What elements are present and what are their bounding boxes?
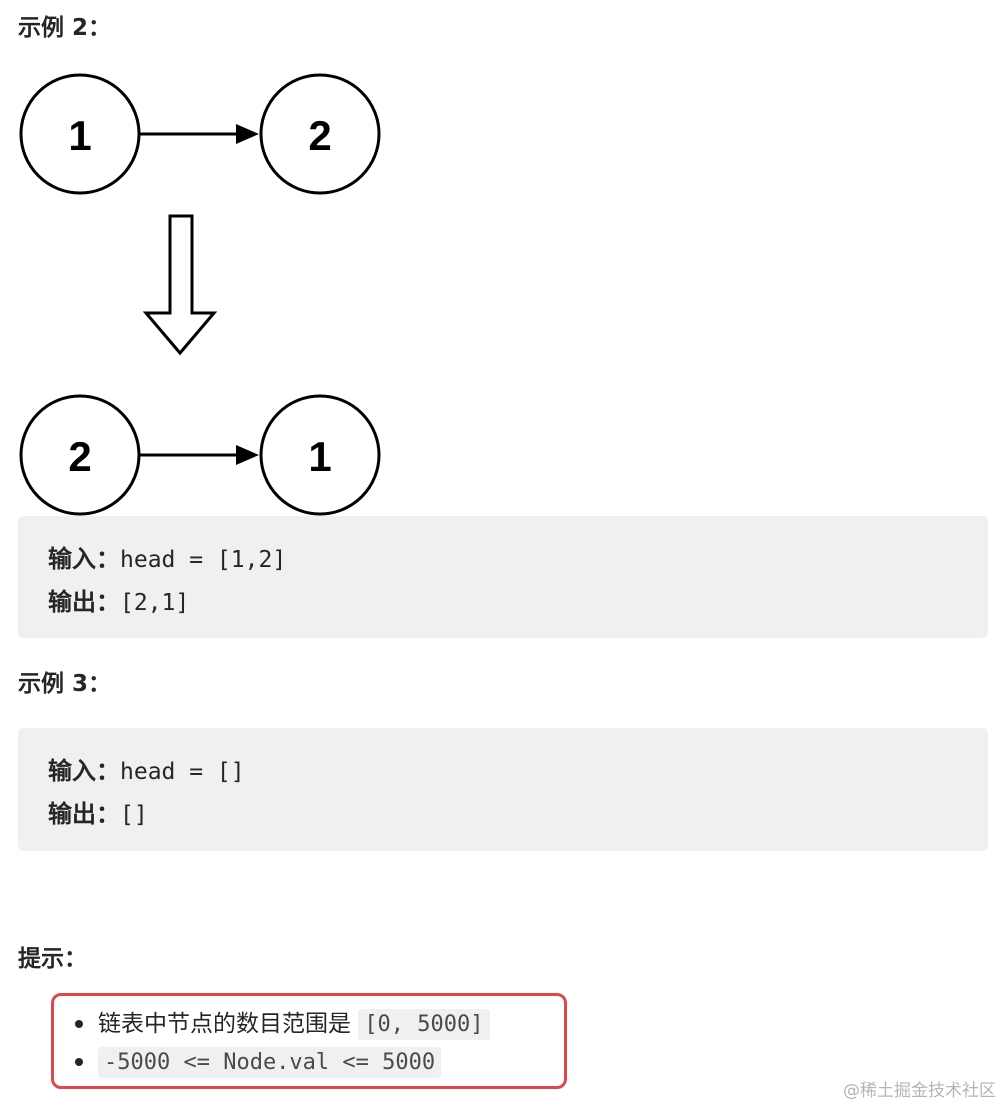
after-node-1-label: 2 — [68, 433, 91, 480]
example-3-input-label: 输入： — [48, 757, 120, 785]
hint-item-value-range: -5000 <= Node.val <= 5000 — [72, 1043, 490, 1081]
example-3-output-value: [] — [120, 802, 148, 828]
watermark: @稀土掘金技术社区 — [843, 1081, 996, 1101]
example-2-input-line: 输入：head = [1,2] — [48, 538, 958, 581]
hint-item-code: [0, 5000] — [358, 1009, 490, 1040]
after-node-2-label: 1 — [308, 433, 331, 480]
example-2-input-value: head = [1,2] — [120, 547, 287, 573]
example-3-input-line: 输入：head = [] — [48, 750, 958, 793]
example-3-input-value: head = [] — [120, 759, 245, 785]
example-2-code-block: 输入：head = [1,2] 输出：[2,1] — [18, 516, 988, 638]
bullet-icon — [75, 1020, 83, 1028]
example-2-input-label: 输入： — [48, 545, 120, 573]
hint-item-code: -5000 <= Node.val <= 5000 — [98, 1047, 442, 1078]
example-2-output-line: 输出：[2,1] — [48, 581, 958, 624]
hint-item-node-count: 链表中节点的数目范围是 [0, 5000] — [72, 1005, 490, 1043]
example-3-heading: 示例 3： — [18, 671, 112, 697]
after-node-2-circle — [259, 394, 381, 516]
reverse-down-arrow-icon — [142, 214, 218, 356]
after-edge-arrowhead — [236, 445, 259, 465]
example-3-code-block: 输入：head = [] 输出：[] — [18, 728, 988, 851]
example-2-heading: 示例 2： — [18, 15, 112, 41]
bullet-icon — [75, 1058, 83, 1066]
hints-heading: 提示： — [18, 946, 87, 972]
linked-list-reverse-diagram: 1 2 2 1 — [19, 73, 381, 516]
after-list: 2 1 — [19, 394, 381, 516]
hints-highlight-box — [51, 993, 567, 1089]
before-node-2-circle — [259, 73, 381, 195]
example-3-output-label: 输出： — [48, 800, 120, 828]
before-edge-arrowhead — [236, 124, 259, 144]
example-2-output-value: [2,1] — [120, 590, 190, 616]
example-2-output-label: 输出： — [48, 588, 120, 616]
hints-list: 链表中节点的数目范围是 [0, 5000] -5000 <= Node.val … — [72, 1005, 490, 1081]
before-node-1-circle — [19, 73, 141, 195]
hint-item-text: 链表中节点的数目范围是 — [98, 1011, 359, 1037]
example-3-output-line: 输出：[] — [48, 793, 958, 836]
before-list: 1 2 — [19, 73, 381, 195]
before-node-1-label: 1 — [68, 112, 91, 159]
after-node-1-circle — [19, 394, 141, 516]
before-node-2-label: 2 — [308, 112, 331, 159]
